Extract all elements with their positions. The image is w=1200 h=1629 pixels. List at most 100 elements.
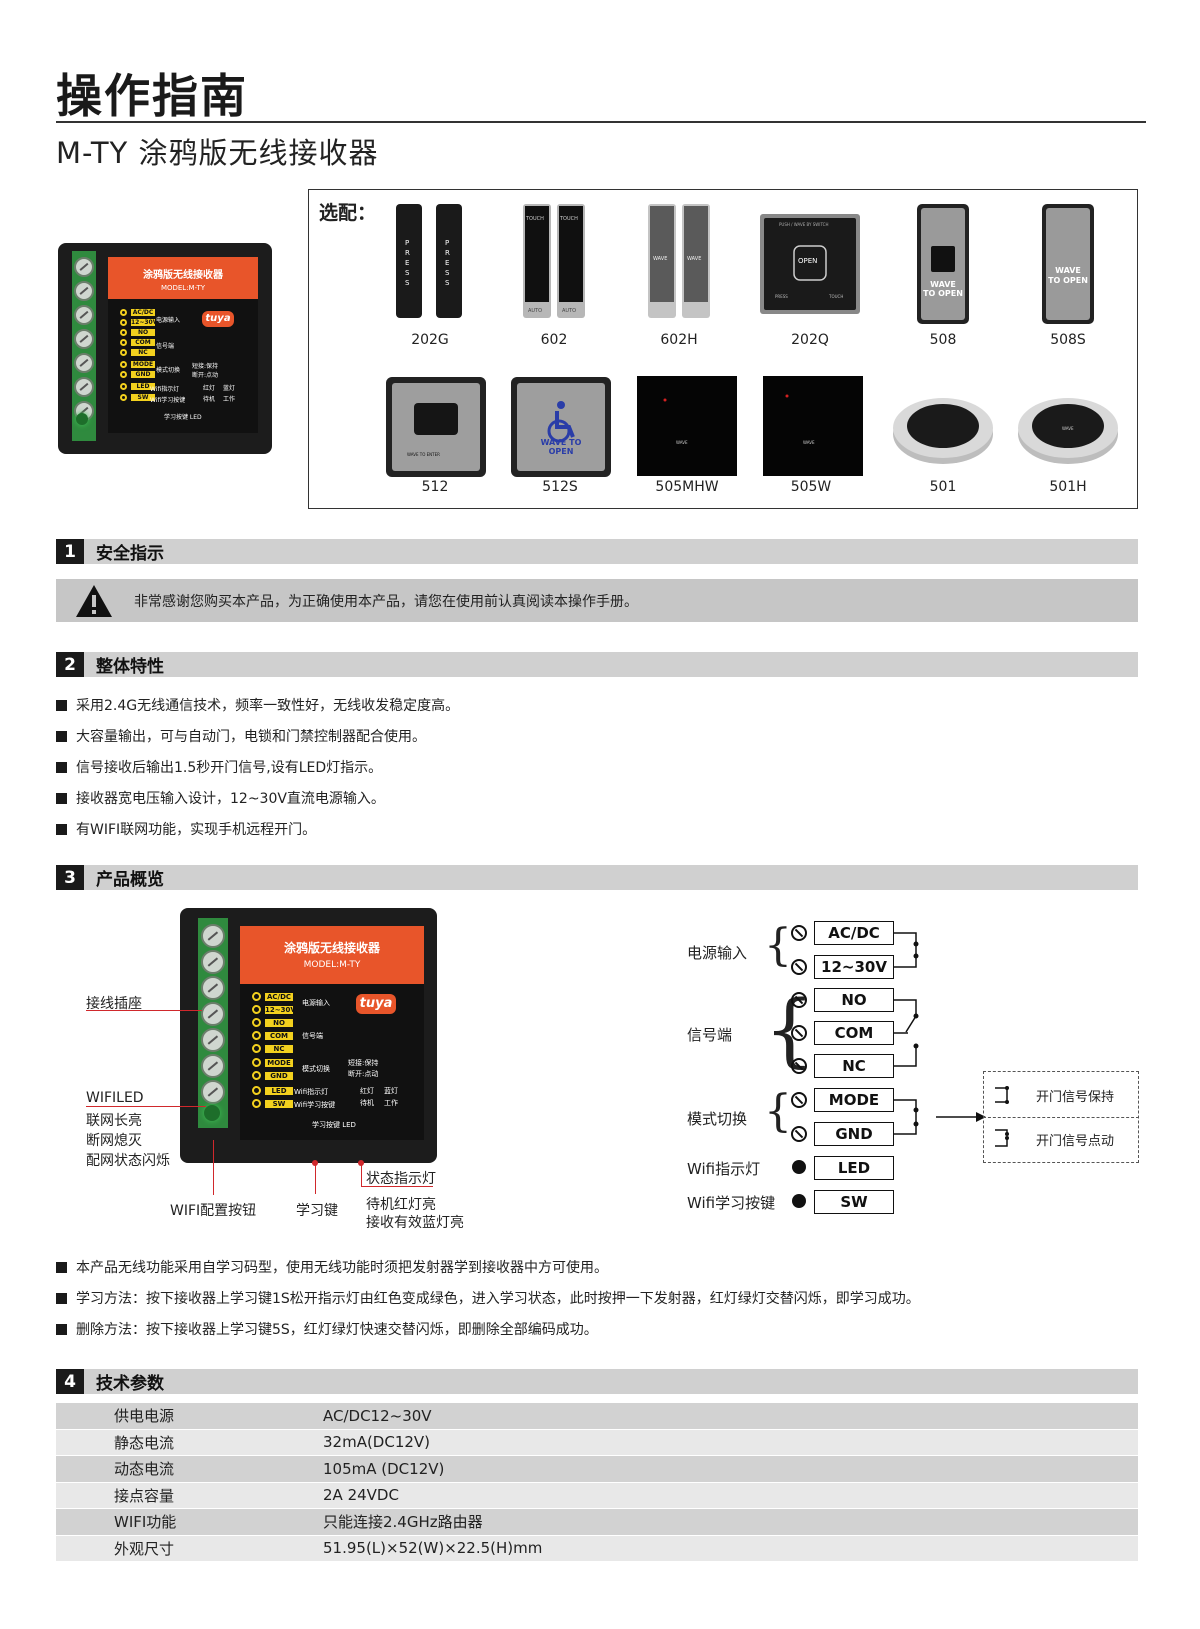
label-header: 涂鸦版无线接收器 MODEL:M-TY — [240, 926, 424, 984]
brace-power: { — [764, 920, 792, 971]
leader-line — [86, 1010, 202, 1011]
section-overview-header: 3 产品概览 — [56, 865, 1138, 890]
status-blue: 蓝灯 — [223, 385, 236, 392]
wiring-lines — [894, 932, 986, 1135]
product-512s-text: WAVE TO OPEN — [540, 438, 582, 456]
label-panel: 涂鸦版无线接收器 MODEL:M-TY tuya AC/DC 12~30V NO… — [240, 926, 424, 1140]
terminal-box-gnd: GND — [814, 1122, 894, 1146]
label-wifi-led: Wifi指示灯 — [150, 386, 180, 393]
terminal-tag: GND — [131, 371, 155, 378]
screw-terminal-icon — [791, 992, 807, 1008]
annotation-wifiled-1: 联网长亮 — [86, 1113, 142, 1129]
title-rule — [56, 121, 1146, 123]
screw-terminal-icon — [791, 1058, 807, 1074]
label-wifi-btn: Wifi学习按键 — [294, 1101, 336, 1109]
leader-line — [315, 1164, 316, 1194]
product-202q-center: OPEN — [798, 257, 818, 265]
label-bottom: 学习按键 LED — [164, 414, 202, 421]
product-202q-left: PRESS — [775, 294, 788, 299]
product-202g-image — [396, 204, 462, 318]
wifi-led — [76, 413, 88, 425]
product-602-auto-2: AUTO — [562, 308, 577, 314]
safety-notice-text: 非常感谢您购买本产品，为正确使用本产品，请您在使用前认真阅读本操作手册。 — [134, 593, 638, 610]
list-item: 采用2.4G无线通信技术，频率一致性好，无线收发稳定度高。 — [56, 695, 459, 715]
product-name-505mhw: 505MHW — [655, 479, 719, 495]
page-title: 操作指南 — [56, 69, 248, 123]
product-name-602h: 602H — [660, 332, 698, 348]
product-name-501h: 501H — [1049, 479, 1087, 495]
product-602h-image — [648, 204, 710, 318]
label-header: 涂鸦版无线接收器 MODEL:M-TY — [108, 257, 258, 299]
product-602h-text-1: WAVE — [653, 256, 668, 262]
product-512-image — [386, 377, 486, 477]
brace-mode: { — [764, 1086, 792, 1137]
terminal-box-no: NO — [814, 988, 894, 1012]
list-item: 大容量输出，可与自动门，电锁和门禁控制器配合使用。 — [56, 726, 426, 746]
section-tech-header: 4 技术参数 — [56, 1369, 1138, 1394]
status-standby: 待机 — [203, 396, 216, 403]
status-red: 红灯 — [360, 1087, 374, 1095]
section-number: 4 — [56, 1369, 84, 1394]
product-505w-image — [763, 376, 863, 476]
mode-options-divider — [983, 1117, 1139, 1118]
marker-dot — [312, 1160, 318, 1166]
annotation-wifiled-3: 配网状态闪烁 — [86, 1153, 170, 1169]
product-512-text: WAVE TO ENTER — [407, 452, 440, 457]
terminal-tag: AC/DC — [265, 992, 293, 1001]
screw-terminal-icon — [791, 1025, 807, 1041]
brace-signal: { — [764, 983, 815, 1076]
product-505mhw-text: WAVE — [676, 440, 688, 445]
receiver-photo-small: 涂鸦版无线接收器 MODEL:M-TY tuya AC/DC 12~30V NO… — [58, 243, 272, 454]
led-dot-icon — [792, 1160, 806, 1174]
terminal-tag: COM — [131, 339, 155, 346]
product-505mhw-image — [637, 376, 737, 476]
product-202q-right: TOUCH — [829, 294, 844, 299]
wifi-led — [204, 1105, 220, 1121]
annotation-wifiled-2: 断网熄灭 — [86, 1133, 142, 1149]
section-title: 安全指示 — [96, 544, 164, 564]
label-panel: 涂鸦版无线接收器 MODEL:M-TY tuya AC/DC 12~30V NO… — [108, 257, 258, 433]
label-power: 电源输入 — [302, 999, 330, 1007]
button-dot-icon — [792, 1194, 806, 1208]
terminal-tag: NO — [265, 1018, 293, 1027]
screw-terminal-icon — [791, 959, 807, 975]
group-signal-label: 信号端 — [687, 1026, 733, 1044]
warning-icon — [76, 584, 112, 617]
section-number: 3 — [56, 865, 84, 890]
terminal-block — [198, 918, 228, 1128]
terminal-tag: 12~30V — [131, 319, 158, 326]
terminal-tag: MODE — [131, 361, 155, 368]
product-602-text-2: TOUCH — [560, 216, 578, 222]
section-features-header: 2 整体特性 — [56, 652, 1138, 677]
leader-line — [86, 1106, 206, 1107]
leader-line — [213, 1140, 214, 1195]
terminal-tag: COM — [265, 1031, 293, 1040]
list-item: 删除方法：按下接收器上学习键5S，红灯绿灯快速交替闪烁，即删除全部编码成功。 — [56, 1319, 598, 1339]
terminal-tag: NC — [131, 349, 155, 356]
mode-note-2: 断开:点动 — [192, 372, 219, 379]
page-subtitle: M-TY 涂鸦版无线接收器 — [56, 136, 379, 170]
terminal-box-acdc: AC/DC — [814, 921, 894, 945]
label-wifi-btn: Wifi学习按键 — [150, 397, 186, 404]
terminal-tag: MODE — [265, 1058, 293, 1067]
section-safety-header: 1 安全指示 — [56, 539, 1138, 564]
product-name-505w: 505W — [790, 479, 832, 495]
label-model: MODEL:M-TY — [303, 960, 361, 970]
leader-line — [361, 1164, 362, 1186]
mode-pulse-text: 开门信号点动 — [1036, 1134, 1115, 1149]
leader-line — [361, 1186, 433, 1187]
list-item: 本产品无线功能采用自学习码型，使用无线功能时须把发射器学到接收器中方可使用。 — [56, 1257, 608, 1277]
group-power-label: 电源输入 — [687, 944, 748, 962]
annotation-status-2: 接收有效蓝灯亮 — [366, 1215, 464, 1231]
section-number: 2 — [56, 652, 84, 677]
jumper-closed-icon — [995, 1086, 1009, 1104]
screw-terminal-icon — [791, 1092, 807, 1108]
section-title: 整体特性 — [96, 657, 164, 677]
product-name-602: 602 — [540, 332, 568, 348]
terminal-tag: AC/DC — [131, 309, 155, 316]
label-signal: 信号端 — [156, 343, 175, 350]
terminal-block — [72, 251, 96, 441]
